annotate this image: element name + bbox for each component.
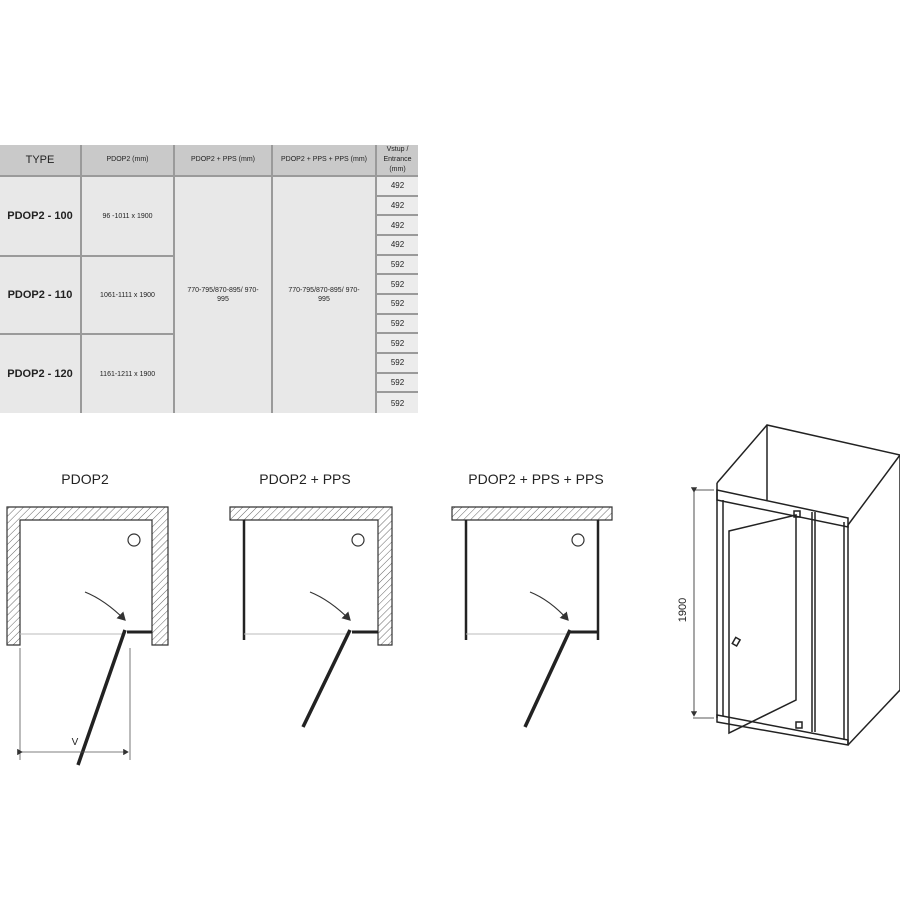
- drain-icon: [571, 533, 585, 547]
- entrance-cell: 592: [377, 334, 418, 354]
- entrance-cell: 592: [377, 314, 418, 335]
- entrance-dimension-label: V: [72, 737, 79, 748]
- door-leaf: [76, 629, 127, 766]
- door-leaf: [523, 629, 572, 728]
- wall-hatch: [6, 506, 169, 646]
- isometric-view: [690, 424, 900, 746]
- height-dimension-label: 1900: [677, 598, 689, 622]
- wall-hatch: [229, 506, 393, 646]
- drain-icon: [351, 533, 365, 547]
- swing-arrow-icon: [84, 591, 126, 621]
- pdop2-pps-range-cell: 770-795/870-895/ 970-995: [175, 177, 273, 413]
- plan-pdop2-pps: PDOP2 + PPS: [229, 471, 393, 728]
- entrance-cell: 492: [377, 216, 418, 236]
- hinge-icon: [795, 721, 803, 729]
- title-pdop2-pps: PDOP2 + PPS: [259, 471, 350, 487]
- header-pdop2-pps-pps: PDOP2 + PPS + PPS (mm): [273, 145, 377, 177]
- pdop2-size-cell: 96 -1011 x 1900: [82, 177, 175, 257]
- swing-arrow-icon: [529, 591, 569, 621]
- header-type: TYPE: [0, 145, 82, 177]
- entrance-cell: 492: [377, 177, 418, 197]
- title-pdop2: PDOP2: [61, 471, 109, 487]
- pdop2-size-cell: 1161-1211 x 1900: [82, 335, 175, 413]
- entrance-cell: 592: [377, 354, 418, 374]
- type-cell: PDOP2 - 120: [0, 335, 82, 413]
- header-pdop2: PDOP2 (mm): [82, 145, 175, 177]
- drain-icon: [127, 533, 141, 547]
- plan-pdop2-pps-pps: PDOP2 + PPS + PPS: [451, 471, 613, 728]
- entrance-cell: 592: [377, 393, 418, 413]
- pdop2-pps-pps-range-cell: 770-795/870-895/ 970-995: [273, 177, 377, 413]
- swing-arrow-icon: [309, 591, 351, 621]
- hinge-icon: [793, 510, 801, 518]
- entrance-cell: 592: [377, 275, 418, 295]
- open-door: [728, 514, 797, 735]
- header-entrance: Vstup / Entrance (mm): [377, 145, 418, 177]
- handle-icon: [731, 636, 742, 647]
- door-leaf: [301, 629, 352, 728]
- pdop2-size-cell: 1061-1111 x 1900: [82, 257, 175, 335]
- dimensions-table: TYPE PDOP2 (mm) PDOP2 + PPS (mm) PDOP2 +…: [0, 145, 418, 413]
- type-cell: PDOP2 - 110: [0, 257, 82, 335]
- type-cell: PDOP2 - 100: [0, 177, 82, 257]
- header-pdop2-pps: PDOP2 + PPS (mm): [175, 145, 273, 177]
- plan-pdop2: PDOP2 V: [6, 471, 169, 766]
- entrance-cell: 492: [377, 236, 418, 256]
- wall-hatch: [451, 506, 613, 521]
- entrance-cell: 492: [377, 196, 418, 217]
- title-pdop2-pps-pps: PDOP2 + PPS + PPS: [468, 471, 603, 487]
- entrance-cell: 592: [377, 373, 418, 394]
- entrance-cell: 592: [377, 255, 418, 276]
- entrance-cell: 592: [377, 295, 418, 315]
